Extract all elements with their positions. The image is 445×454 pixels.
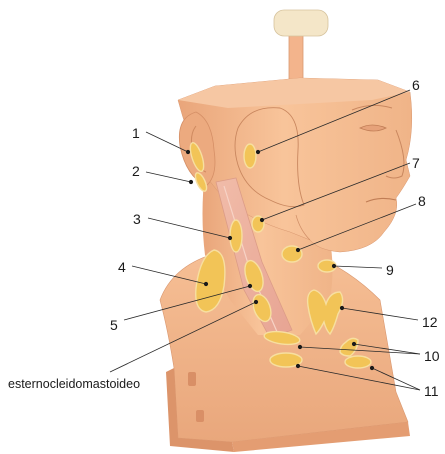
leader-dot-3 (228, 236, 232, 240)
base-vent (188, 372, 196, 386)
label-9: 9 (386, 262, 394, 278)
label-6: 6 (412, 77, 420, 93)
leader-line-9 (334, 266, 382, 268)
label-3: 3 (133, 211, 141, 227)
leader-dot-muscle (254, 300, 258, 304)
label-10: 10 (424, 348, 440, 364)
leader-dot-7 (260, 218, 264, 222)
label-esternocleidomastoideo: esternocleidomastoideo (8, 377, 140, 391)
leader-line-2 (146, 172, 191, 182)
base-vent (196, 410, 204, 422)
leader-dot-11a (296, 364, 300, 368)
label-11: 11 (424, 383, 439, 399)
leader-dot-2 (189, 180, 193, 184)
label-5: 5 (110, 317, 118, 333)
lymph-node-11-right (345, 356, 371, 368)
label-4: 4 (118, 259, 126, 275)
leader-dot-10b (352, 342, 356, 346)
label-1: 1 (132, 125, 140, 141)
label-12: 12 (422, 314, 438, 330)
label-8: 8 (418, 193, 426, 209)
handle-knob (274, 10, 328, 36)
leader-dot-9 (332, 264, 336, 268)
leader-dot-11b (370, 366, 374, 370)
model-illustration (160, 10, 412, 452)
leader-dot-10a (298, 345, 302, 349)
leader-dot-8 (296, 248, 300, 252)
lymph-node-3 (230, 220, 242, 252)
leader-dot-6 (256, 150, 260, 154)
label-2: 2 (132, 163, 140, 179)
leader-dot-5 (248, 284, 252, 288)
leader-dot-12 (340, 306, 344, 310)
leader-dot-4 (204, 282, 208, 286)
leader-dot-1 (186, 150, 190, 154)
lymph-node-6 (244, 144, 256, 168)
label-7: 7 (412, 155, 420, 171)
